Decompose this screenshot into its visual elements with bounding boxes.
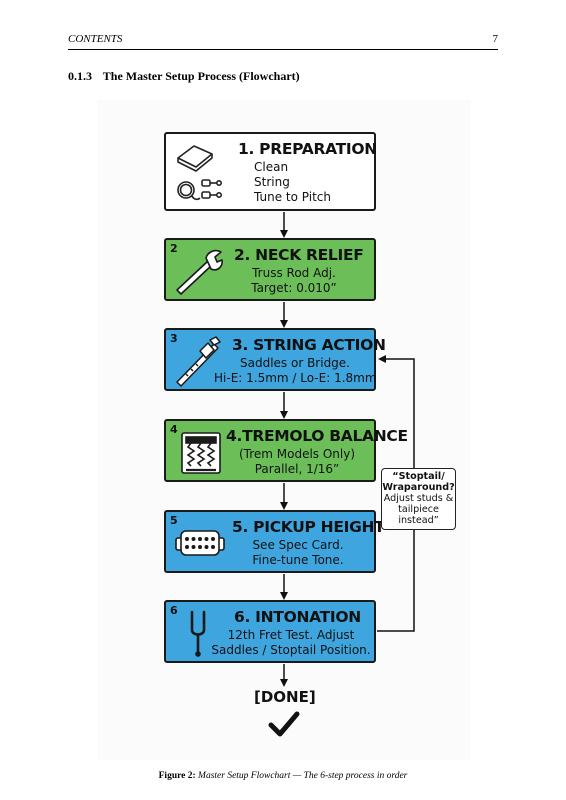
step-title: 2. NECK RELIEF xyxy=(234,246,364,264)
step-pickup-height: 5 5. PICKUP HEIGHT See Spec Card. Fine-t… xyxy=(164,510,385,573)
caption-label: Figure 2: xyxy=(158,771,196,781)
step-line: (Trem Models Only) xyxy=(238,447,356,461)
header-page-number: 7 xyxy=(492,33,499,45)
step-line: Saddles / Stoptail Position. xyxy=(211,643,371,657)
step-intonation: 6 6. INTONATION 12th Fret Test. Adjust S… xyxy=(164,600,376,663)
tremolo-springs-icon xyxy=(181,432,221,474)
step-badge: 4 xyxy=(170,423,178,436)
caption-text: Master Setup Flowchart — The 6-step proc… xyxy=(198,771,408,781)
step-string-action: 3 3. STRING ACTION Saddles or Bridge. Hi… xyxy=(164,328,386,391)
step-title: 4.TREMOLO BALANCE xyxy=(226,427,408,445)
step-line: See Spec Card. xyxy=(252,538,344,552)
step-badge: 6 xyxy=(170,604,178,617)
step-badge: 5 xyxy=(170,514,178,527)
step-line: Hi-E: 1.5mm / Lo-E: 1.8mm xyxy=(214,371,377,385)
tuning-fork-icon xyxy=(190,610,206,657)
step-line: Parallel, 1/16” xyxy=(254,462,340,476)
step-title: 3. STRING ACTION xyxy=(232,336,386,354)
figure-caption: Figure 2: Master Setup Flowchart — The 6… xyxy=(0,771,566,781)
running-header: CONTENTS 7 xyxy=(68,33,498,50)
step-preparation: 1. PREPARATION Clean String Tune to Pitc… xyxy=(164,132,377,211)
section-title: The Master Setup Process (Flowchart) xyxy=(102,69,300,83)
step-line: Tune to Pitch xyxy=(254,190,331,204)
wrench-icon xyxy=(176,249,223,295)
step-line: Fine-tune Tone. xyxy=(252,553,344,567)
side-note-line: Adjust studs & xyxy=(383,493,454,504)
step-line: 12th Fret Test. Adjust xyxy=(227,628,355,642)
section-heading: 0.1.3 The Master Setup Process (Flowchar… xyxy=(68,69,300,84)
side-note-line: “Stoptail/ xyxy=(392,471,445,482)
step-tremolo-balance: 4 4.TREMOLO BALANCE (Trem Models Only) P… xyxy=(164,419,408,482)
step-badge: 3 xyxy=(170,332,178,345)
header-section-name: CONTENTS xyxy=(68,33,123,45)
stoptail-side-note: “Stoptail/ Wraparound? Adjust studs & ta… xyxy=(381,468,456,530)
step-title: 1. PREPARATION xyxy=(238,140,377,158)
step-line: Saddles or Bridge. xyxy=(239,356,350,370)
step-line: Target: 0.010” xyxy=(251,281,337,295)
cloth-and-string-icon xyxy=(177,145,222,201)
side-note-line: instead” xyxy=(398,515,439,526)
caliper-icon xyxy=(176,336,221,387)
step-neck-relief: 2 2. NECK RELIEF Truss Rod Adj. Target: … xyxy=(164,238,376,301)
step-line: Clean xyxy=(254,160,289,174)
step-line: Truss Rod Adj. xyxy=(252,266,336,280)
done-label: [DONE] xyxy=(254,688,316,706)
step-title: 5. PICKUP HEIGHT xyxy=(232,518,385,536)
pickup-icon xyxy=(175,530,225,556)
side-note-line: Wraparound? xyxy=(382,482,455,493)
step-line: String xyxy=(254,175,290,189)
checkmark-icon xyxy=(268,711,300,737)
step-badge: 2 xyxy=(170,242,178,255)
side-note-line: tailpiece xyxy=(398,504,439,515)
section-number: 0.1.3 xyxy=(68,69,92,83)
step-title: 6. INTONATION xyxy=(234,608,361,626)
